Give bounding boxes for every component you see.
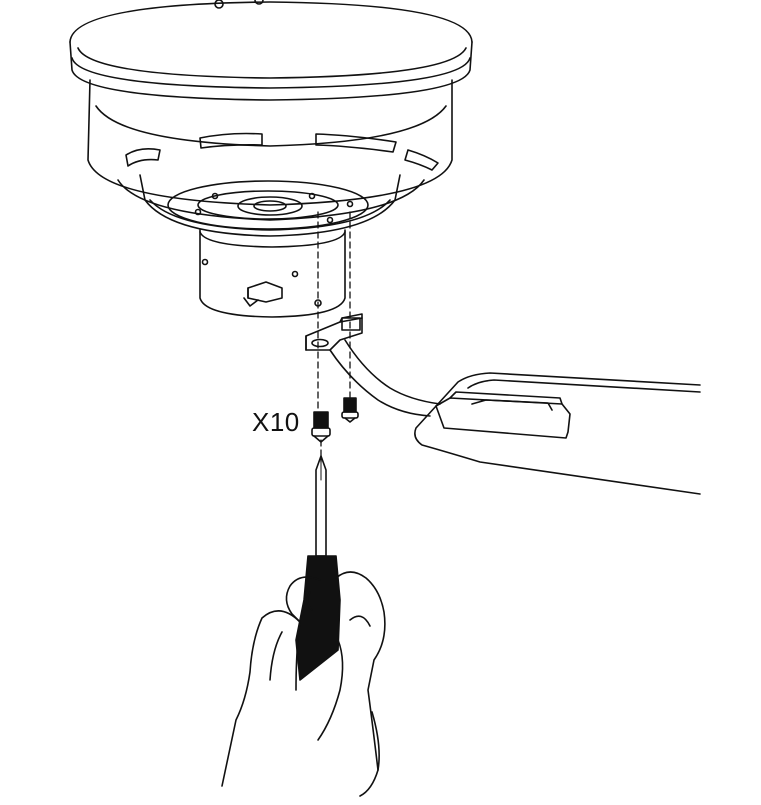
ceiling-fan-motor-icon <box>69 0 473 318</box>
screw-quantity-label: X10 <box>252 407 300 437</box>
screwdriver-icon <box>295 455 341 681</box>
screw-icon <box>311 397 359 443</box>
blade-bracket-icon <box>305 313 441 417</box>
alignment-guides <box>317 211 351 463</box>
hand-icon <box>221 571 386 797</box>
fan-blade-icon <box>414 372 701 495</box>
